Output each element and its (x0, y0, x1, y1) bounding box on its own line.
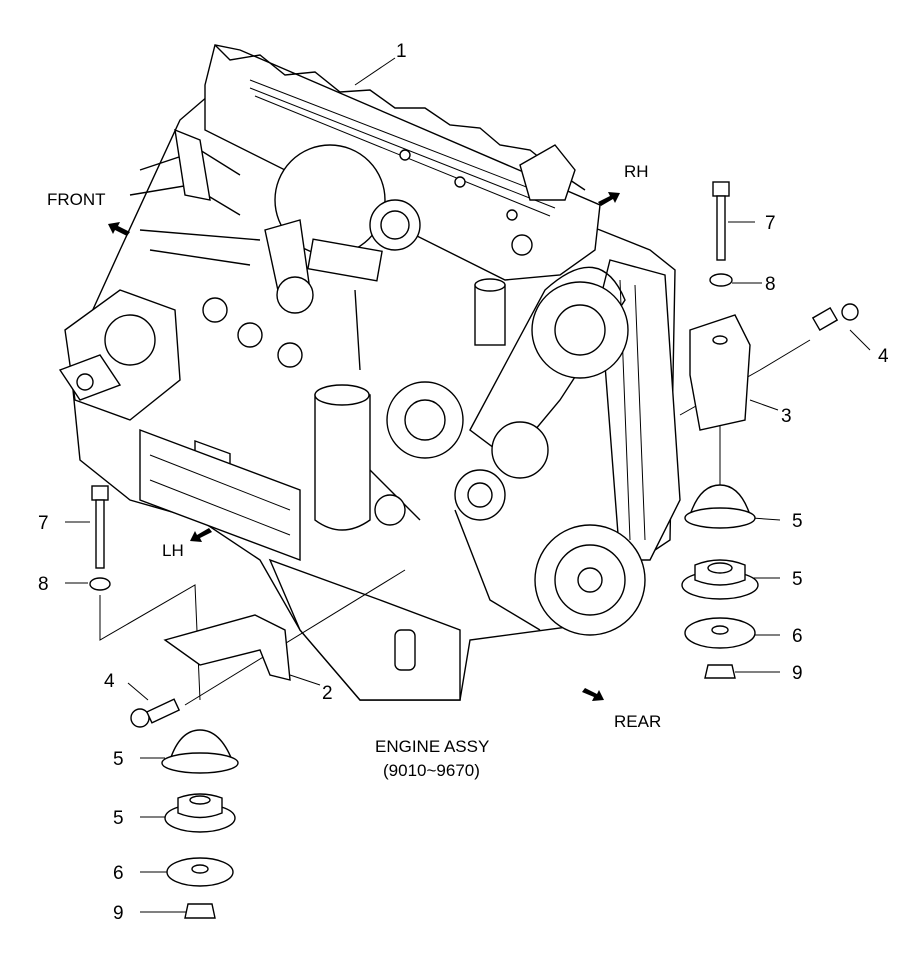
rh-nut-9 (704, 664, 736, 679)
callout-2: 2 (322, 683, 333, 704)
rh-mount-parts (681, 181, 859, 679)
lh-nut-9 (184, 903, 216, 919)
engine-assy-range: (9010~9670) (383, 761, 480, 780)
callout-9-rh: 9 (792, 663, 803, 684)
rh-arrow-icon (598, 192, 620, 206)
lh-washer-8 (89, 577, 111, 591)
callout-8-lh: 8 (38, 574, 49, 595)
rh-washer-6 (684, 617, 756, 649)
lh-bolt-7 (91, 485, 109, 569)
lh-mount-5a (161, 729, 239, 774)
callout-9-lh: 9 (113, 903, 124, 924)
callout-5b-lh: 5 (113, 808, 124, 829)
rh-bolt-7 (712, 181, 730, 261)
callout-6-rh: 6 (792, 626, 803, 647)
direction-arrows (108, 192, 620, 701)
rh-washer-8 (709, 273, 733, 287)
engine-assembly (58, 44, 681, 701)
callout-8-rh: 8 (765, 274, 776, 295)
front-label: FRONT (47, 190, 106, 209)
callout-7-rh: 7 (765, 213, 776, 234)
callout-3: 3 (781, 406, 792, 427)
callout-5b-rh: 5 (792, 569, 803, 590)
lh-arrow-icon (190, 528, 212, 542)
lh-washer-6 (166, 857, 234, 887)
callout-5a-lh: 5 (113, 749, 124, 770)
callout-6-lh: 6 (113, 863, 124, 884)
lh-bolt-4 (130, 698, 181, 728)
engine-assy-title: ENGINE ASSY (375, 737, 489, 756)
callout-4-rh: 4 (878, 346, 889, 367)
rear-label: REAR (614, 712, 661, 731)
rh-mount-5a (684, 484, 756, 529)
front-arrow-icon (108, 222, 130, 236)
callout-5a-rh: 5 (792, 511, 803, 532)
callout-7-lh: 7 (38, 513, 49, 534)
rh-mount-5b (681, 559, 759, 600)
callout-1: 1 (396, 41, 407, 62)
rh-label: RH (624, 162, 649, 181)
rear-arrow-icon (582, 688, 604, 701)
lh-bracket-2 (163, 614, 291, 681)
lh-mount-parts (89, 485, 291, 919)
rh-bolt-4 (811, 303, 859, 332)
callout-4-lh: 4 (104, 671, 115, 692)
lh-mount-5b (164, 793, 236, 833)
rh-bracket-3 (689, 314, 751, 431)
lh-label: LH (162, 541, 184, 560)
